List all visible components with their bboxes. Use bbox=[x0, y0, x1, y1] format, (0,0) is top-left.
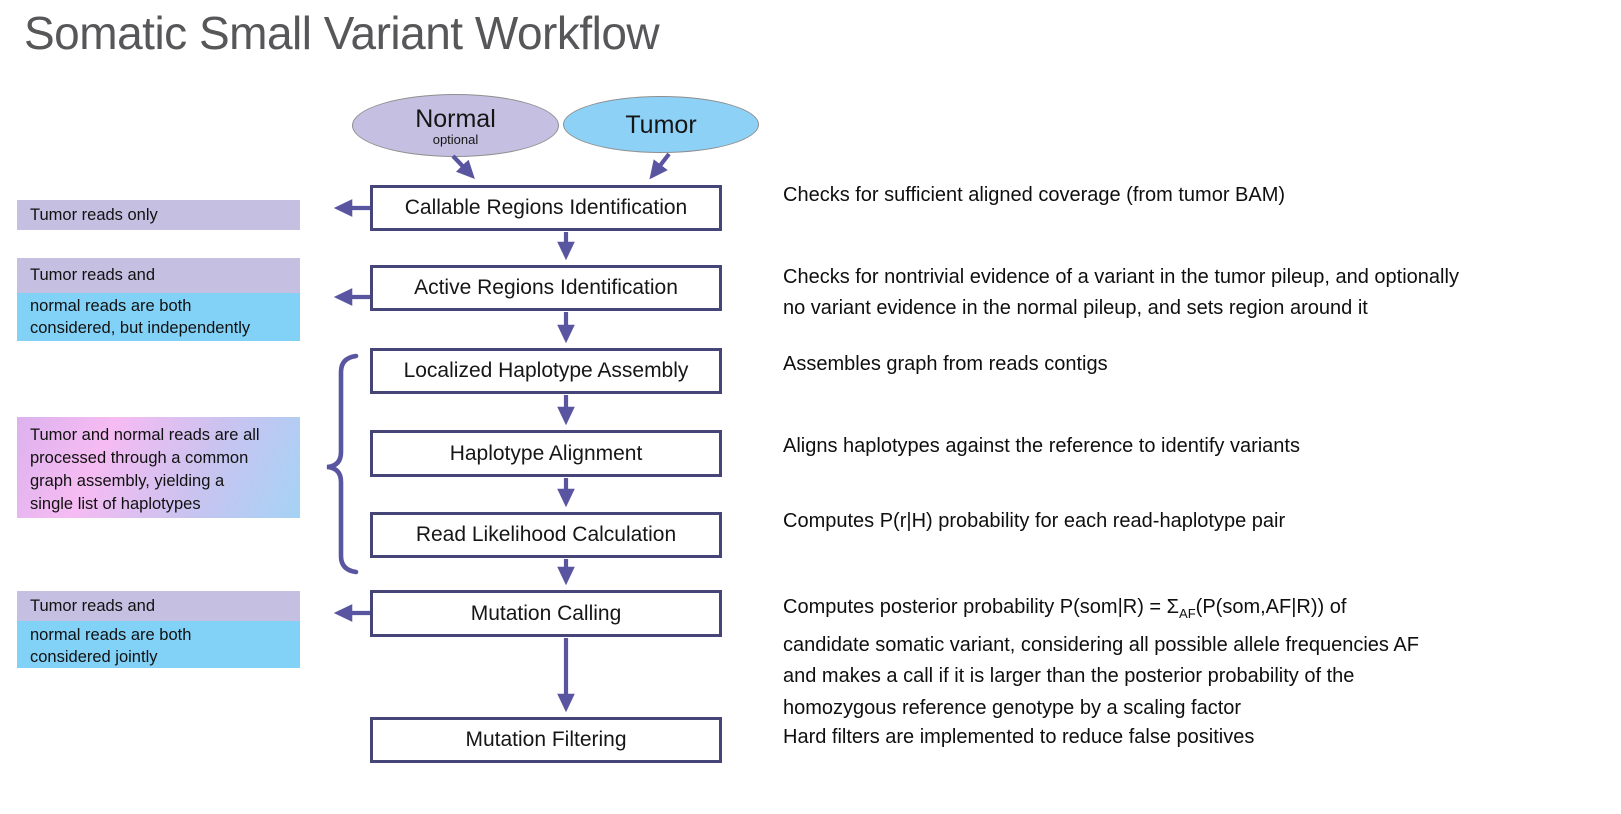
desc-formula-line: Computes posterior probability P(som|R) … bbox=[783, 592, 1419, 630]
tumor-label: Tumor bbox=[625, 110, 697, 139]
note-line: processed through a common bbox=[30, 449, 249, 467]
note-tumor-reads-only: Tumor reads only bbox=[17, 200, 300, 230]
desc-line: candidate somatic variant, considering a… bbox=[783, 633, 1419, 656]
page-title: Somatic Small Variant Workflow bbox=[24, 7, 660, 59]
note-line: graph assembly, yielding a bbox=[30, 472, 225, 490]
desc-line: Computes P(r|H) probability for each rea… bbox=[783, 510, 1286, 532]
formula-pre: Computes posterior probability P(som|R) … bbox=[783, 596, 1180, 618]
note-line: Tumor and normal reads are all bbox=[30, 426, 260, 444]
desc-mutation-calling: Computes posterior probability P(som|R) … bbox=[783, 592, 1419, 724]
note-text: Tumor reads and bbox=[30, 266, 156, 284]
desc-line: Assembles graph from reads contigs bbox=[783, 353, 1108, 375]
note-joint-blue: normal reads are both considered jointly bbox=[17, 621, 300, 668]
desc-line: homozygous reference genotype by a scali… bbox=[783, 696, 1242, 719]
desc-line: and makes a call if it is larger than th… bbox=[783, 665, 1355, 687]
note-independent-blue: normal reads are both considered, but in… bbox=[17, 293, 300, 341]
tumor-input-ellipse: Tumor bbox=[563, 96, 759, 153]
brace-assembly-group bbox=[326, 353, 359, 575]
step-active-regions: Active Regions Identification bbox=[370, 265, 722, 311]
step-label: Localized Haplotype Assembly bbox=[403, 359, 689, 382]
note-line: normal reads are both bbox=[30, 297, 192, 315]
note-joint-purple: Tumor reads and bbox=[17, 591, 300, 621]
desc-line: no variant evidence in the normal pileup… bbox=[783, 297, 1368, 319]
note-line: considered jointly bbox=[30, 648, 158, 666]
desc-read-likelihood: Computes P(r|H) probability for each rea… bbox=[783, 506, 1285, 537]
normal-input-ellipse: Normal optional bbox=[352, 94, 559, 157]
step-mutation-calling: Mutation Calling bbox=[370, 590, 722, 637]
desc-callable-regions: Checks for sufficient aligned coverage (… bbox=[783, 180, 1285, 211]
note-line: considered, but independently bbox=[30, 319, 251, 337]
normal-optional-label: optional bbox=[432, 131, 479, 147]
step-read-likelihood: Read Likelihood Calculation bbox=[370, 512, 722, 558]
desc-line: Hard filters are implemented to reduce f… bbox=[783, 726, 1255, 748]
desc-haplotype-alignment: Aligns haplotypes against the reference … bbox=[783, 431, 1300, 462]
desc-line: Checks for nontrivial evidence of a vari… bbox=[783, 266, 1459, 288]
note-text: Tumor reads only bbox=[30, 206, 158, 224]
note-line: single list of haplotypes bbox=[30, 495, 201, 513]
arrow-normal-to-callable bbox=[451, 154, 475, 180]
step-label: Callable Regions Identification bbox=[404, 196, 688, 219]
step-label: Active Regions Identification bbox=[414, 276, 678, 299]
step-localized-haplotype-assembly: Localized Haplotype Assembly bbox=[370, 348, 722, 394]
step-haplotype-alignment: Haplotype Alignment bbox=[370, 430, 722, 477]
formula-subscript: AF bbox=[1179, 606, 1196, 621]
desc-line: Aligns haplotypes against the reference … bbox=[783, 435, 1300, 457]
formula-post: (P(som,AF|R)) of bbox=[1195, 596, 1347, 618]
desc-haplotype-assembly: Assembles graph from reads contigs bbox=[783, 349, 1108, 380]
step-label: Mutation Filtering bbox=[465, 728, 627, 751]
step-label: Read Likelihood Calculation bbox=[415, 523, 677, 546]
note-text: Tumor reads and bbox=[30, 597, 156, 615]
desc-active-regions: Checks for nontrivial evidence of a vari… bbox=[783, 262, 1459, 324]
desc-mutation-filtering: Hard filters are implemented to reduce f… bbox=[783, 722, 1254, 753]
note-line: normal reads are both bbox=[30, 626, 192, 644]
step-label: Haplotype Alignment bbox=[449, 441, 643, 465]
note-independent-purple: Tumor reads and bbox=[17, 258, 300, 293]
note-common-graph-assembly: Tumor and normal reads are all processed… bbox=[17, 417, 300, 518]
normal-label: Normal bbox=[415, 104, 496, 133]
arrow-tumor-to-callable bbox=[649, 152, 671, 180]
step-callable-regions: Callable Regions Identification bbox=[370, 185, 722, 231]
step-mutation-filtering: Mutation Filtering bbox=[370, 717, 722, 763]
step-label: Mutation Calling bbox=[470, 601, 622, 625]
desc-line: Checks for sufficient aligned coverage (… bbox=[783, 184, 1286, 206]
